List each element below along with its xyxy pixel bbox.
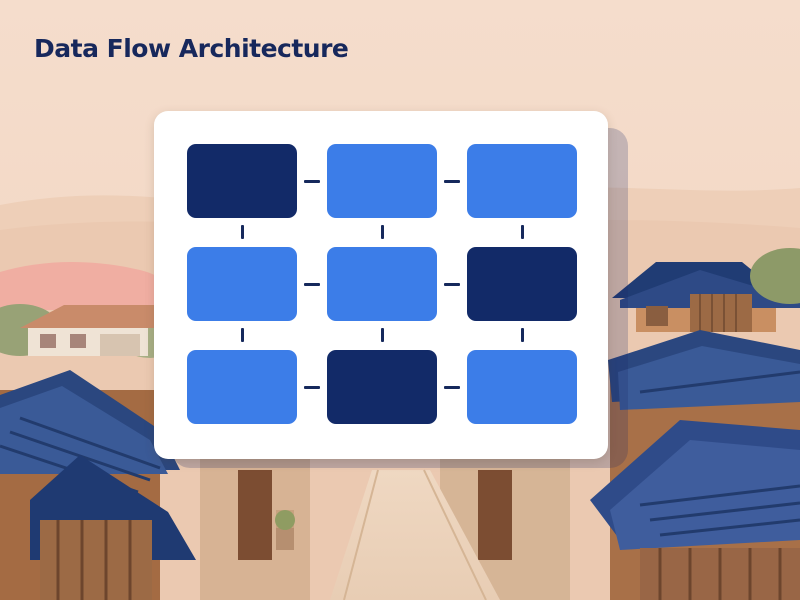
- potted-plant: [275, 510, 295, 550]
- connector-c1-r2-to-r3: [241, 328, 244, 342]
- node-r3-c1: [187, 350, 297, 424]
- diagram-panel: [154, 111, 608, 459]
- connector-c2-r2-to-r3: [381, 328, 384, 342]
- connector-r1-c1-to-c2: [304, 180, 320, 183]
- pink-hill: [0, 261, 182, 310]
- alley-pathway: [330, 470, 500, 600]
- connector-c3-r1-to-r2: [521, 225, 524, 239]
- connector-c2-r1-to-r2: [381, 225, 384, 239]
- right-wooden-house: [612, 262, 800, 332]
- connector-r1-c2-to-c3: [444, 180, 460, 183]
- connector-r2-c1-to-c2: [304, 283, 320, 286]
- node-r3-c3: [467, 350, 577, 424]
- node-r2-c3: [467, 247, 577, 321]
- left-house: [20, 305, 168, 356]
- connector-r3-c1-to-c2: [304, 386, 320, 389]
- tiled-roof-right: [590, 420, 800, 600]
- node-r1-c1: [187, 144, 297, 218]
- connector-c3-r2-to-r3: [521, 328, 524, 342]
- roof-right-upper: [608, 330, 800, 410]
- page-title: Data Flow Architecture: [34, 34, 349, 63]
- connector-r2-c2-to-c3: [444, 283, 460, 286]
- node-r2-c1: [187, 247, 297, 321]
- node-r1-c2: [327, 144, 437, 218]
- node-r2-c2: [327, 247, 437, 321]
- connector-r3-c2-to-c3: [444, 386, 460, 389]
- connector-c1-r1-to-r2: [241, 225, 244, 239]
- node-r1-c3: [467, 144, 577, 218]
- node-r3-c2: [327, 350, 437, 424]
- tiled-roof-left: [0, 370, 196, 600]
